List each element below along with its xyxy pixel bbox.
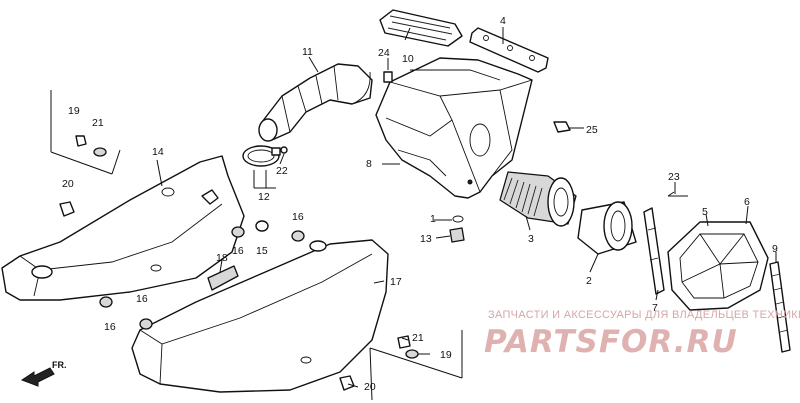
part-7-strap xyxy=(643,207,665,295)
callout-3: 3 xyxy=(528,233,534,245)
callout-9: 9 xyxy=(772,243,778,255)
callout-20-a: 20 xyxy=(62,178,74,190)
callout-16-d: 16 xyxy=(136,293,148,305)
callout-21-b: 21 xyxy=(412,332,424,344)
part-12-clamp xyxy=(242,145,281,167)
callout-5: 5 xyxy=(702,206,708,218)
part-3-filter-element xyxy=(499,171,577,227)
front-direction-label: FR. xyxy=(52,360,67,370)
callout-15: 15 xyxy=(256,245,268,257)
part-14-left-cover xyxy=(1,155,245,301)
callout-14: 14 xyxy=(152,146,164,158)
part-2-foam-ring xyxy=(577,201,637,255)
callout-8: 8 xyxy=(366,158,372,170)
callout-21-a: 21 xyxy=(92,117,104,129)
callout-18: 18 xyxy=(216,252,228,264)
callout-7: 7 xyxy=(652,302,658,314)
callout-2: 2 xyxy=(586,275,592,287)
callout-10: 10 xyxy=(402,53,414,65)
part-17-right-cover xyxy=(131,239,389,393)
callout-19-a: 19 xyxy=(68,105,80,117)
callout-22: 22 xyxy=(276,165,288,177)
front-direction-marker: FR. xyxy=(20,360,67,387)
callout-16-c: 16 xyxy=(104,321,116,333)
callout-17: 17 xyxy=(390,276,402,288)
part-8-air-cleaner-case xyxy=(375,57,533,199)
callout-24: 24 xyxy=(378,47,390,59)
watermark-logo: PARTSFOR.RU xyxy=(484,324,738,360)
callout-16-b: 16 xyxy=(292,211,304,223)
callout-20-b: 20 xyxy=(364,381,376,393)
part-9-link xyxy=(769,261,791,353)
callout-12: 12 xyxy=(258,191,270,203)
watermark: ЗАПЧАСТИ И АКСЕССУАРЫ ДЛЯ ВЛАДЕЛЬЦЕВ ТЕХ… xyxy=(484,309,800,360)
callout-13: 13 xyxy=(420,233,432,245)
part-18-label xyxy=(207,265,239,291)
callout-6: 6 xyxy=(744,196,750,208)
callout-16-a: 16 xyxy=(232,245,244,257)
callout-23: 23 xyxy=(668,171,680,183)
part-23-pin xyxy=(667,191,688,197)
leader-lines xyxy=(50,27,777,401)
part-5-6-outer-cover xyxy=(667,221,769,311)
callout-1: 1 xyxy=(430,213,436,225)
callout-19-b: 19 xyxy=(440,349,452,361)
callout-25: 25 xyxy=(586,124,598,136)
fasteners xyxy=(59,71,571,391)
part-4-bracket xyxy=(469,27,549,73)
callout-labels: 1 2 3 4 5 6 7 8 9 10 11 12 13 14 15 16 1… xyxy=(62,15,778,393)
part-11-intake-tube xyxy=(258,63,373,142)
watermark-caption: ЗАПЧАСТИ И АКСЕССУАРЫ ДЛЯ ВЛАДЕЛЬЦЕВ ТЕХ… xyxy=(488,309,800,321)
part-10-top-element xyxy=(379,9,463,47)
callout-4: 4 xyxy=(500,15,506,27)
callout-11: 11 xyxy=(302,46,313,58)
